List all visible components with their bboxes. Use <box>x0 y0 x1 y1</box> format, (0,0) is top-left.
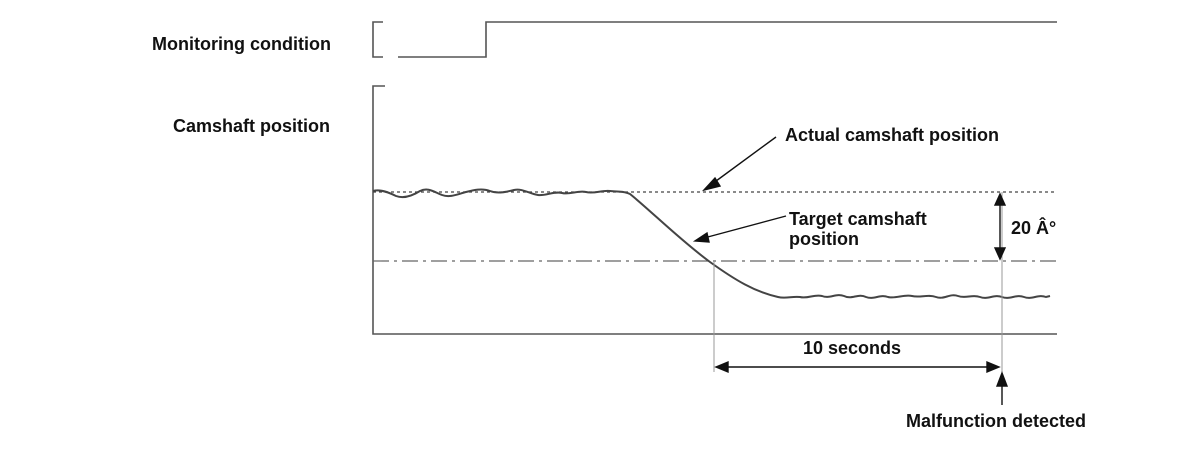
monitoring-condition-signal <box>372 21 1057 58</box>
monitoring-step-line <box>398 21 1057 58</box>
camshaft-position-curve <box>372 188 1051 299</box>
deviation-dimension-arrow <box>993 192 1007 261</box>
monitoring-axis-tick <box>372 21 383 58</box>
camshaft-position-label: Camshaft position <box>173 116 331 136</box>
target-camshaft-position-label-line1: Target camshaft <box>789 209 927 229</box>
malfunction-detected-label: Malfunction detected <box>906 411 1087 431</box>
monitoring-condition-label: Monitoring condition <box>152 34 331 54</box>
duration-label: 10 seconds <box>803 338 902 358</box>
target-position-leader <box>692 215 787 243</box>
actual-camshaft-position-label: Actual camshaft position <box>785 125 1000 145</box>
malfunction-arrow <box>995 371 1009 405</box>
actual-position-leader <box>701 136 777 192</box>
target-camshaft-position-label-line2: position <box>789 229 859 249</box>
deviation-label: 20 Â° <box>1011 218 1057 238</box>
duration-dimension-arrow <box>714 360 1001 374</box>
camshaft-axes <box>372 85 1057 335</box>
